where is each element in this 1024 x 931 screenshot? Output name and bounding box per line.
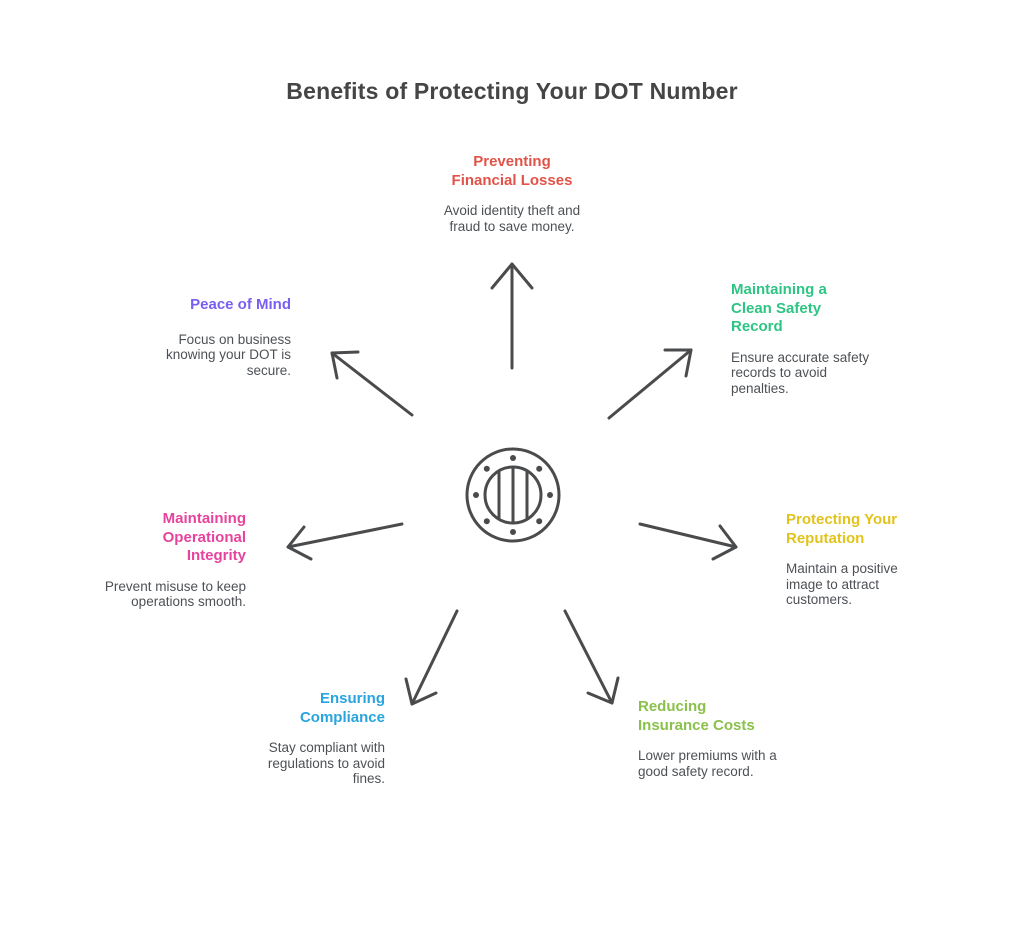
arrow-lower-right-icon [563,609,620,705]
node-title: Maintaining Operational Integrity [162,510,246,564]
node-title: Preventing Financial Losses [451,153,573,189]
node-title: Peace of Mind [190,296,291,313]
node-title: Protecting Your Reputation [786,511,898,547]
node-maintaining-operational-integrity: Maintaining Operational Integrity Preven… [76,510,246,610]
node-ensuring-compliance: Ensuring Compliance Stay compliant with … [215,690,385,787]
arrow-upper-right-icon [607,348,693,420]
node-description: Stay compliant with regulations to avoid… [267,740,385,786]
node-preventing-financial-losses: Preventing Financial Losses Avoid identi… [392,153,632,234]
porthole-dot-number-icon [465,447,561,543]
node-title: Reducing Insurance Costs [638,698,755,734]
arrow-right-icon [638,522,738,561]
arrow-left-icon [286,522,404,561]
node-maintaining-clean-safety-record: Maintaining a Clean Safety Record Ensure… [731,281,901,396]
node-protecting-your-reputation: Protecting Your Reputation Maintain a po… [786,511,941,608]
arrow-up-icon [490,262,534,370]
node-description: Ensure accurate safety records to avoid … [731,349,870,396]
node-description: Lower premiums with a good safety record… [638,748,777,779]
node-description: Prevent misuse to keep operations smooth… [104,578,246,610]
page-title: Benefits of Protecting Your DOT Number [286,78,738,105]
node-description: Avoid identity theft and fraud to save m… [443,203,581,234]
node-peace-of-mind: Peace of Mind Focus on business knowing … [121,296,291,378]
arrow-upper-left-icon [330,350,414,417]
arrow-lower-left-icon [404,609,459,706]
node-description: Maintain a positive image to attract cus… [786,561,898,607]
node-title: Ensuring Compliance [299,690,385,726]
node-reducing-insurance-costs: Reducing Insurance Costs Lower premiums … [638,698,823,779]
node-title: Maintaining a Clean Safety Record [731,281,827,335]
node-description: Focus on business knowing your DOT is se… [165,331,291,378]
